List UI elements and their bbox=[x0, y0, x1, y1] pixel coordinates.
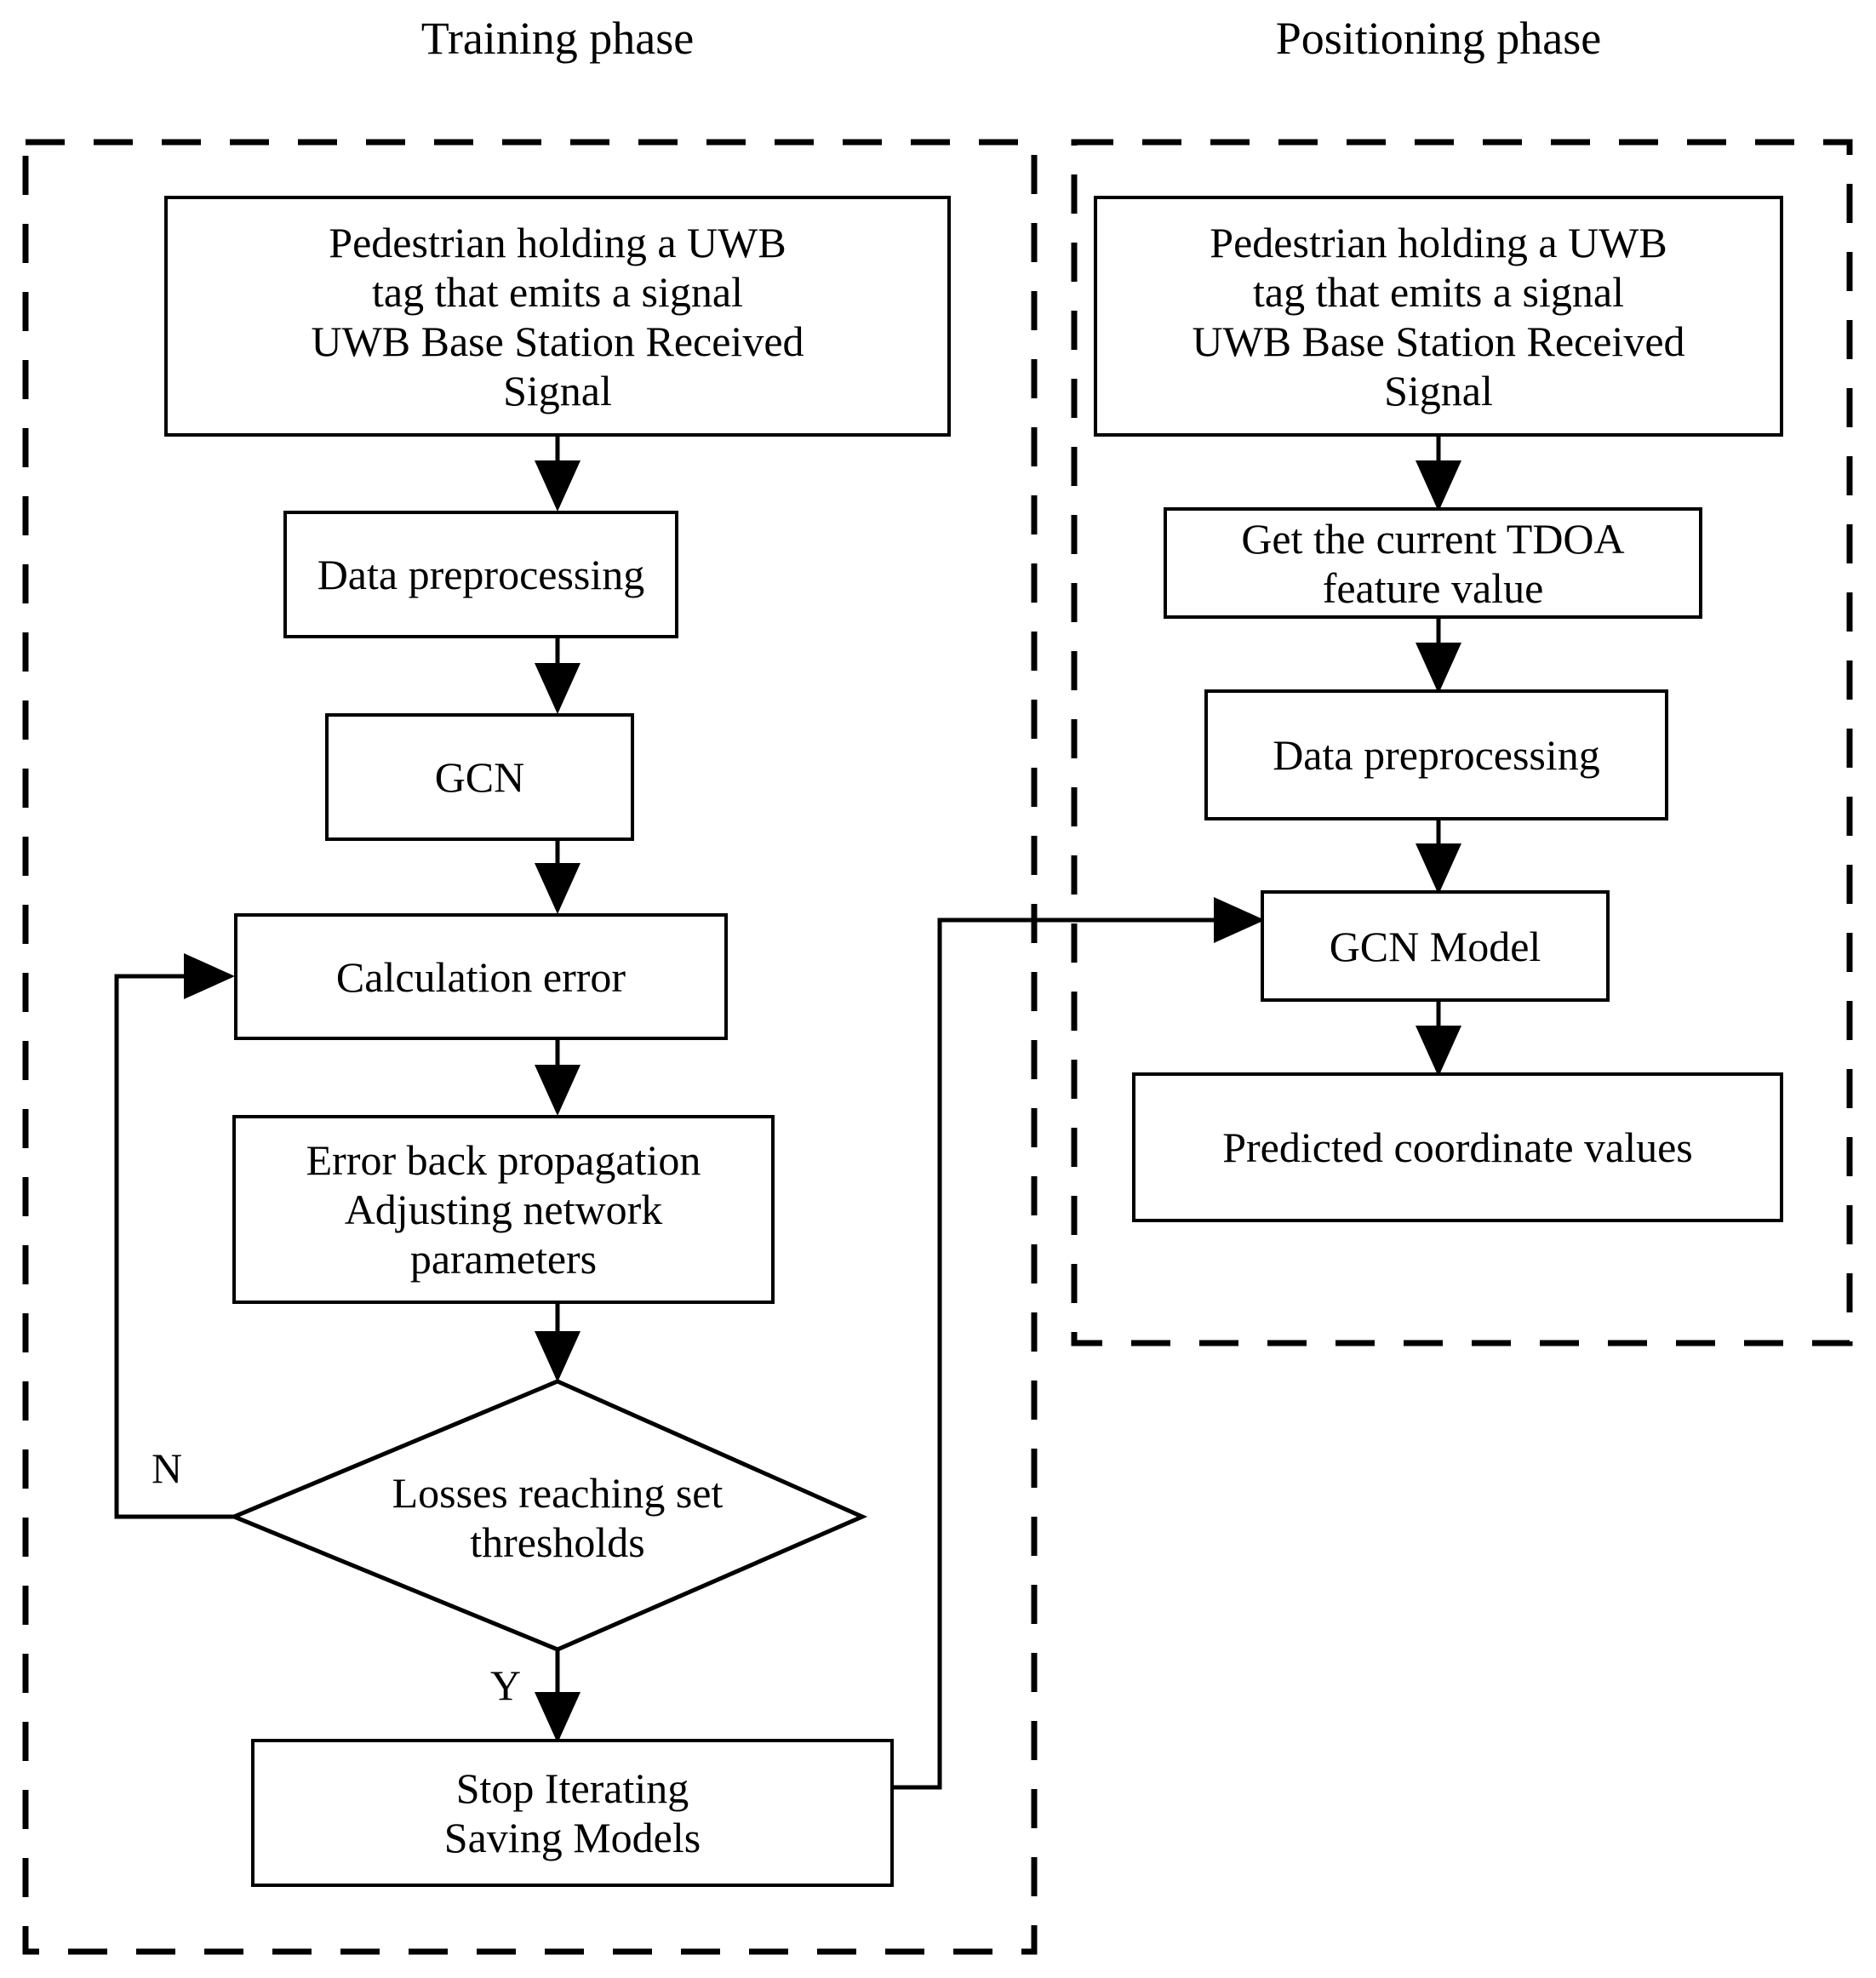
node-text-line: Predicted coordinate values bbox=[1222, 1123, 1693, 1171]
positioning-phase-boundary bbox=[1071, 139, 1853, 1346]
node-positioning-get-tdoa[interactable]: Get the current TDOA feature value bbox=[1164, 507, 1702, 619]
training-phase-title: Training phase bbox=[420, 13, 695, 64]
node-text-line: tag that emits a signal bbox=[1252, 267, 1624, 316]
node-text-line: Data preprocessing bbox=[1273, 731, 1600, 779]
edge-t6-t4-no bbox=[114, 953, 235, 1519]
node-training-calculation-error[interactable]: Calculation error bbox=[234, 913, 728, 1040]
node-text-line: UWB Base Station Received bbox=[311, 317, 804, 365]
node-text-line: set thresholds bbox=[470, 1468, 724, 1566]
node-text-line: Adjusting network bbox=[344, 1186, 663, 1233]
node-text-line: tag that emits a signal bbox=[371, 267, 743, 316]
node-losses-threshold-diamond bbox=[228, 1379, 868, 1652]
edge-t7-p4 bbox=[894, 897, 1265, 1790]
edge-label-no: N bbox=[152, 1444, 183, 1492]
node-text-line: Calculation error bbox=[335, 952, 626, 1001]
edge-label-yes: Y bbox=[490, 1661, 522, 1709]
node-text-line: Stop Iterating bbox=[455, 1764, 689, 1812]
node-training-decision-label[interactable]: Losses reaching set thresholds bbox=[353, 1455, 762, 1579]
node-text-line: Data preprocessing bbox=[317, 551, 645, 598]
node-training-error-backprop[interactable]: Error back propagation Adjusting network… bbox=[232, 1115, 775, 1304]
node-positioning-gcn-model[interactable]: GCN Model bbox=[1261, 890, 1610, 1002]
node-text-line: Pedestrian holding a UWB bbox=[329, 218, 786, 266]
node-text-line: GCN Model bbox=[1329, 922, 1541, 970]
node-positioning-data-preprocessing[interactable]: Data preprocessing bbox=[1204, 689, 1668, 820]
node-text-line: Losses reaching bbox=[392, 1468, 666, 1517]
node-training-data-preprocessing[interactable]: Data preprocessing bbox=[283, 511, 678, 638]
node-text-line: feature value bbox=[1322, 563, 1544, 612]
node-text-line: Pedestrian holding a UWB bbox=[1210, 218, 1667, 266]
node-positioning-predicted-coordinates[interactable]: Predicted coordinate values bbox=[1132, 1072, 1783, 1222]
node-text-line: Get the current TDOA bbox=[1241, 514, 1625, 563]
node-text-line: Saving Models bbox=[443, 1814, 701, 1861]
node-training-stop-iterating[interactable]: Stop Iterating Saving Models bbox=[251, 1739, 894, 1887]
node-text-line: GCN bbox=[434, 753, 525, 801]
node-training-signal-source[interactable]: Pedestrian holding a UWB tag that emits … bbox=[164, 196, 951, 437]
node-text-line: Signal bbox=[1384, 366, 1493, 414]
training-phase-boundary bbox=[22, 139, 1038, 1955]
node-text-line: Error back propagation bbox=[306, 1136, 701, 1184]
node-training-gcn[interactable]: GCN bbox=[325, 713, 634, 841]
positioning-phase-title: Positioning phase bbox=[1275, 13, 1602, 64]
node-positioning-signal-source[interactable]: Pedestrian holding a UWB tag that emits … bbox=[1094, 196, 1783, 437]
node-text-line: Signal bbox=[503, 366, 612, 414]
node-text-line: UWB Base Station Received bbox=[1192, 317, 1685, 365]
node-text-line: parameters bbox=[409, 1235, 598, 1283]
